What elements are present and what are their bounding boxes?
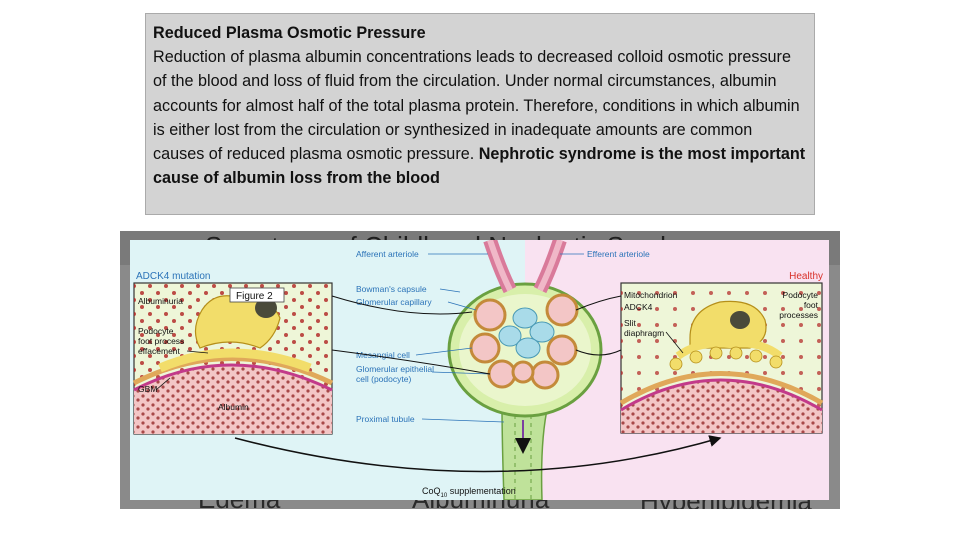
- text-body: Reduction of plasma albumin concentratio…: [153, 48, 800, 164]
- label-podocyte: Podocyte: [138, 326, 174, 336]
- proximal-pointer: [421, 418, 505, 423]
- text-title: Reduced Plasma Osmotic Pressure: [153, 24, 426, 42]
- slit-pointer: [665, 331, 684, 354]
- label-bowmans: Bowman's capsule: [356, 284, 427, 294]
- label-podocyte-right: Podocyte: [783, 290, 819, 300]
- connector-left-top: [331, 295, 473, 315]
- label-mitochondrion: Mitochondrion: [624, 290, 678, 300]
- label-foot: foot: [804, 300, 819, 310]
- figure-label-box: [229, 287, 285, 303]
- panel-left-title: ADCK4 mutation: [136, 271, 210, 282]
- nephrotic-figure: ADCK4 mutation Healthy Figure 2 Albuminu…: [130, 237, 829, 501]
- gbm-pointer: [155, 377, 171, 391]
- label-foot-process: foot process: [138, 336, 184, 346]
- label-albuminuria: Albuminuria: [138, 296, 183, 306]
- effacement-pointer: [186, 350, 209, 354]
- label-adck4: ADCK4: [624, 302, 653, 312]
- left-inset: [132, 282, 334, 435]
- label-afferent: Afferent arteriole: [356, 249, 419, 259]
- connector-right-bottom: [575, 349, 622, 356]
- mesangial-pointer: [415, 347, 473, 356]
- label-glomerular-epithelial: Glomerular epithelial: [356, 364, 434, 374]
- label-slit: Slit: [624, 318, 636, 328]
- right-inset: [619, 282, 824, 434]
- label-diaphragm: diaphragm: [624, 328, 664, 338]
- label-gbm: GBM: [138, 384, 157, 394]
- label-effacement: effacement: [138, 346, 181, 356]
- label-albumin: Albumin: [218, 402, 249, 412]
- label-capillary: Glomerular capillary: [356, 297, 432, 307]
- capillary-pointer: [447, 301, 477, 311]
- figure-label: Figure 2: [236, 291, 273, 302]
- epithelial-pointer: [431, 371, 491, 375]
- foot-processes: [669, 346, 783, 371]
- bowmans-pointer: [439, 288, 461, 293]
- glomerulus: [447, 237, 603, 501]
- label-mesangial: Mesangial cell: [356, 350, 410, 360]
- label-processes: processes: [779, 310, 818, 320]
- label-proximal: Proximal tubule: [356, 414, 415, 424]
- supplementation-arrow: [234, 435, 722, 473]
- connector-right-top: [575, 295, 622, 311]
- text-emphasis: Nephrotic syndrome is the most important…: [153, 145, 806, 188]
- connector-left-bottom: [331, 349, 491, 375]
- label-podocyte-cell: cell (podocyte): [356, 374, 411, 384]
- label-coq10: CoQ10 supplementation: [422, 486, 516, 499]
- panel-right-title: Healthy: [789, 271, 823, 282]
- label-efferent: Efferent arteriole: [587, 249, 650, 259]
